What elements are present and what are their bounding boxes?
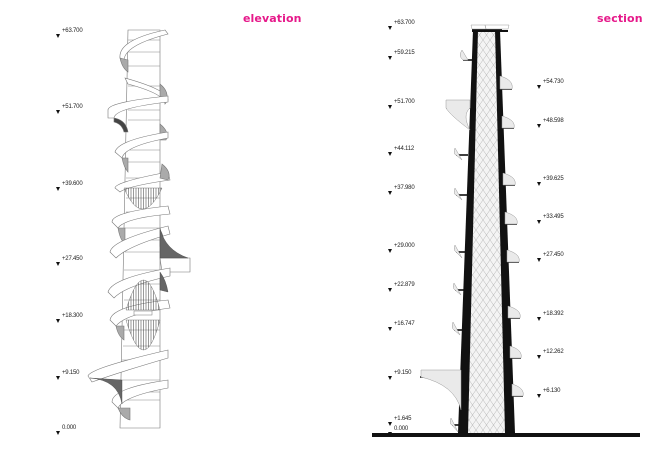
level-marker: 0.000 — [56, 425, 77, 435]
level-marker: +9.150 — [56, 370, 80, 380]
level-triangle-icon — [537, 220, 541, 224]
level-triangle-icon — [537, 394, 541, 398]
section-title: section — [597, 12, 643, 25]
level-triangle-icon — [56, 376, 60, 380]
level-triangle-icon — [388, 191, 392, 195]
level-marker: +27.450 — [56, 256, 83, 266]
level-triangle-icon — [56, 34, 60, 38]
level-label: +44.112 — [394, 146, 415, 152]
level-marker: +39.625 — [537, 176, 564, 186]
level-marker: +18.300 — [56, 313, 83, 323]
level-marker: +59.215 — [388, 50, 415, 60]
level-marker: +18.392 — [537, 311, 564, 321]
level-triangle-icon — [537, 85, 541, 89]
level-label: +18.392 — [543, 311, 564, 317]
level-label: +39.625 — [543, 176, 564, 182]
level-triangle-icon — [56, 319, 60, 323]
level-marker: +63.700 — [388, 20, 415, 30]
level-label: 0.000 — [62, 425, 77, 431]
level-label: +18.300 — [62, 313, 83, 319]
level-label: +27.450 — [543, 252, 564, 258]
section-ramps-right — [499, 75, 524, 397]
level-marker: +27.450 — [537, 252, 564, 262]
level-label: +27.450 — [62, 256, 83, 262]
level-marker: +29.000 — [388, 243, 415, 253]
level-label: +6.130 — [543, 388, 561, 394]
elevation-cable-fans — [89, 187, 189, 405]
level-triangle-icon — [537, 124, 541, 128]
level-label: +33.495 — [543, 214, 564, 220]
section-ramps-left — [420, 49, 471, 433]
section-wall-right — [495, 30, 515, 433]
level-triangle-icon — [537, 258, 541, 262]
level-label: +51.700 — [62, 104, 83, 110]
level-label: +1.645 — [394, 416, 412, 422]
level-triangle-icon — [537, 355, 541, 359]
level-label: +9.150 — [62, 370, 80, 376]
level-marker: +22.879 — [388, 282, 415, 292]
level-triangle-icon — [537, 182, 541, 186]
level-label: +16.747 — [394, 321, 415, 327]
level-marker: +51.700 — [388, 99, 415, 109]
level-marker: +39.600 — [56, 181, 83, 191]
level-label: +63.700 — [394, 20, 415, 26]
level-marker: +33.495 — [537, 214, 564, 224]
level-triangle-icon — [388, 56, 392, 60]
level-marker: +37.980 — [388, 185, 415, 195]
level-marker: +9.150 — [388, 370, 412, 380]
level-marker: +63.700 — [56, 28, 83, 38]
level-triangle-icon — [56, 110, 60, 114]
level-marker: +16.747 — [388, 321, 415, 331]
level-label: +63.700 — [62, 28, 83, 34]
section-core-lattice — [467, 32, 505, 433]
level-label: +54.730 — [543, 79, 564, 85]
level-marker: +48.598 — [537, 118, 564, 128]
level-label: +22.879 — [394, 282, 415, 288]
level-label: +39.600 — [62, 181, 83, 187]
section-ground-line — [372, 433, 640, 437]
level-triangle-icon — [388, 288, 392, 292]
level-triangle-icon — [388, 26, 392, 30]
level-marker: +6.130 — [537, 388, 561, 398]
level-triangle-icon — [388, 249, 392, 253]
level-label: +59.215 — [394, 50, 415, 56]
section-wall-left — [458, 30, 478, 433]
level-label: +9.150 — [394, 370, 412, 376]
level-triangle-icon — [388, 152, 392, 156]
level-marker: +12.262 — [537, 349, 564, 359]
level-label: +29.000 — [394, 243, 415, 249]
level-label: +37.980 — [394, 185, 415, 191]
level-marker: +54.730 — [537, 79, 564, 89]
level-marker: +44.112 — [388, 146, 415, 156]
elevation-title: elevation — [243, 12, 302, 25]
level-triangle-icon — [388, 376, 392, 380]
level-marker: +1.645 — [388, 416, 412, 426]
level-triangle-icon — [56, 262, 60, 266]
level-triangle-icon — [388, 105, 392, 109]
level-label: +51.700 — [394, 99, 415, 105]
level-triangle-icon — [56, 187, 60, 191]
level-label: +48.598 — [543, 118, 564, 124]
level-label: +12.262 — [543, 349, 564, 355]
level-label: 0.000 — [394, 426, 409, 432]
level-triangle-icon — [537, 317, 541, 321]
level-triangle-icon — [56, 431, 60, 435]
level-triangle-icon — [388, 422, 392, 426]
level-marker: +51.700 — [56, 104, 83, 114]
level-triangle-icon — [388, 327, 392, 331]
